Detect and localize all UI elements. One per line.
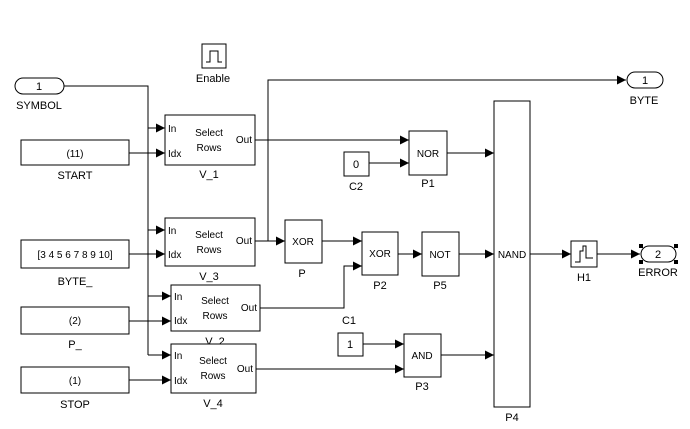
outport-byte[interactable]: 1	[626, 71, 664, 89]
selector-v1[interactable]: In Idx Select Rows Out	[164, 114, 256, 166]
gate-p4-label: P4	[505, 412, 518, 424]
constant-start-value: (11)	[66, 149, 83, 160]
selector-v3-title1: Select	[195, 230, 223, 241]
selector-v4-title2: Rows	[200, 371, 225, 382]
gate-p1-nor[interactable]: NOR	[408, 130, 448, 176]
constant-c2-value: 0	[353, 159, 359, 171]
gate-p5-label: P5	[433, 280, 446, 292]
wire-v3-byte	[267, 75, 626, 241]
constant-start-label: START	[57, 170, 92, 182]
outport-error-num: 2	[655, 249, 661, 261]
wire-v2-p2	[260, 261, 362, 309]
inport-symbol-num: 1	[36, 81, 42, 93]
constant-start[interactable]: (11)	[20, 139, 130, 166]
selector-v2-idx: Idx	[174, 316, 187, 327]
selector-v2[interactable]: In Idx Select Rows Out	[170, 284, 261, 332]
h1-step-icon	[575, 245, 593, 263]
inport-symbol[interactable]: 1	[14, 77, 65, 95]
selector-v3[interactable]: In Idx Select Rows Out	[164, 217, 256, 267]
enable-label: Enable	[196, 73, 230, 85]
selector-v3-idx: Idx	[168, 250, 181, 261]
selector-v1-title1: Select	[195, 128, 223, 139]
constant-byte-label: BYTE_	[58, 276, 94, 288]
wire-symbol-bus	[64, 85, 149, 355]
selector-v1-title2: Rows	[196, 143, 221, 154]
gate-p-label: P	[298, 268, 305, 280]
constant-c1[interactable]: 1	[337, 332, 364, 357]
constant-p-value: (2)	[69, 316, 81, 327]
selector-v1-in: In	[168, 124, 176, 135]
gate-p-op: XOR	[292, 237, 314, 248]
outport-byte-label: BYTE	[630, 95, 659, 107]
enable-block[interactable]	[201, 43, 227, 69]
gate-p5-not[interactable]: NOT	[421, 231, 460, 277]
gate-p2-op: XOR	[369, 249, 391, 260]
selector-v3-out: Out	[236, 236, 252, 247]
outport-byte-num: 1	[642, 75, 648, 87]
selector-v3-in: In	[168, 226, 176, 237]
constant-c2-label: C2	[349, 181, 363, 193]
constant-byte-value: [3 4 5 6 7 8 9 10]	[37, 250, 112, 261]
constant-c1-label: C1	[342, 315, 356, 327]
selector-v2-title2: Rows	[202, 311, 227, 322]
gate-p1-op: NOR	[417, 149, 439, 160]
constant-p[interactable]: (2)	[20, 306, 130, 335]
constant-c2[interactable]: 0	[343, 151, 370, 177]
selector-v4[interactable]: In Idx Select Rows Out	[170, 343, 257, 394]
gate-p1-label: P1	[421, 178, 434, 190]
outport-error-label: ERROR	[638, 267, 678, 279]
selector-v1-out: Out	[236, 135, 252, 146]
selector-v3-title2: Rows	[196, 245, 221, 256]
inport-symbol-label: SYMBOL	[16, 100, 62, 112]
enable-pulse-icon	[206, 50, 222, 63]
gate-p3-and[interactable]: AND	[403, 333, 442, 378]
gate-p4-op: NAND	[498, 250, 526, 261]
gate-p2-xor[interactable]: XOR	[361, 231, 399, 276]
h1-label: H1	[577, 272, 591, 284]
constant-stop[interactable]: (1)	[20, 366, 130, 394]
selector-v4-title1: Select	[199, 356, 227, 367]
constant-stop-label: STOP	[60, 399, 90, 411]
gate-p5-op: NOT	[429, 250, 450, 261]
selector-v4-out: Out	[237, 364, 253, 375]
selector-v2-title1: Select	[201, 296, 229, 307]
constant-byte[interactable]: [3 4 5 6 7 8 9 10]	[20, 239, 130, 269]
gate-p2-label: P2	[373, 280, 386, 292]
selector-v4-label: V_4	[203, 398, 223, 410]
outport-error[interactable]: 2	[639, 244, 678, 264]
gate-p4-nand[interactable]: NAND	[493, 100, 531, 408]
constant-c1-value: 1	[347, 339, 353, 351]
selector-v2-out: Out	[241, 303, 257, 314]
gate-p-xor[interactable]: XOR	[284, 219, 323, 264]
selector-v3-label: V_3	[199, 271, 219, 283]
gate-p3-op: AND	[411, 351, 432, 362]
gate-p3-label: P3	[415, 381, 428, 393]
selector-v4-idx: Idx	[174, 376, 187, 387]
selector-v1-idx: Idx	[168, 149, 181, 160]
h1-block[interactable]	[570, 240, 598, 268]
selector-v4-in: In	[174, 351, 182, 362]
selector-v2-in: In	[174, 292, 182, 303]
constant-p-label: P_	[68, 339, 82, 351]
constant-stop-value: (1)	[69, 376, 81, 387]
selector-v1-label: V_1	[199, 169, 219, 181]
